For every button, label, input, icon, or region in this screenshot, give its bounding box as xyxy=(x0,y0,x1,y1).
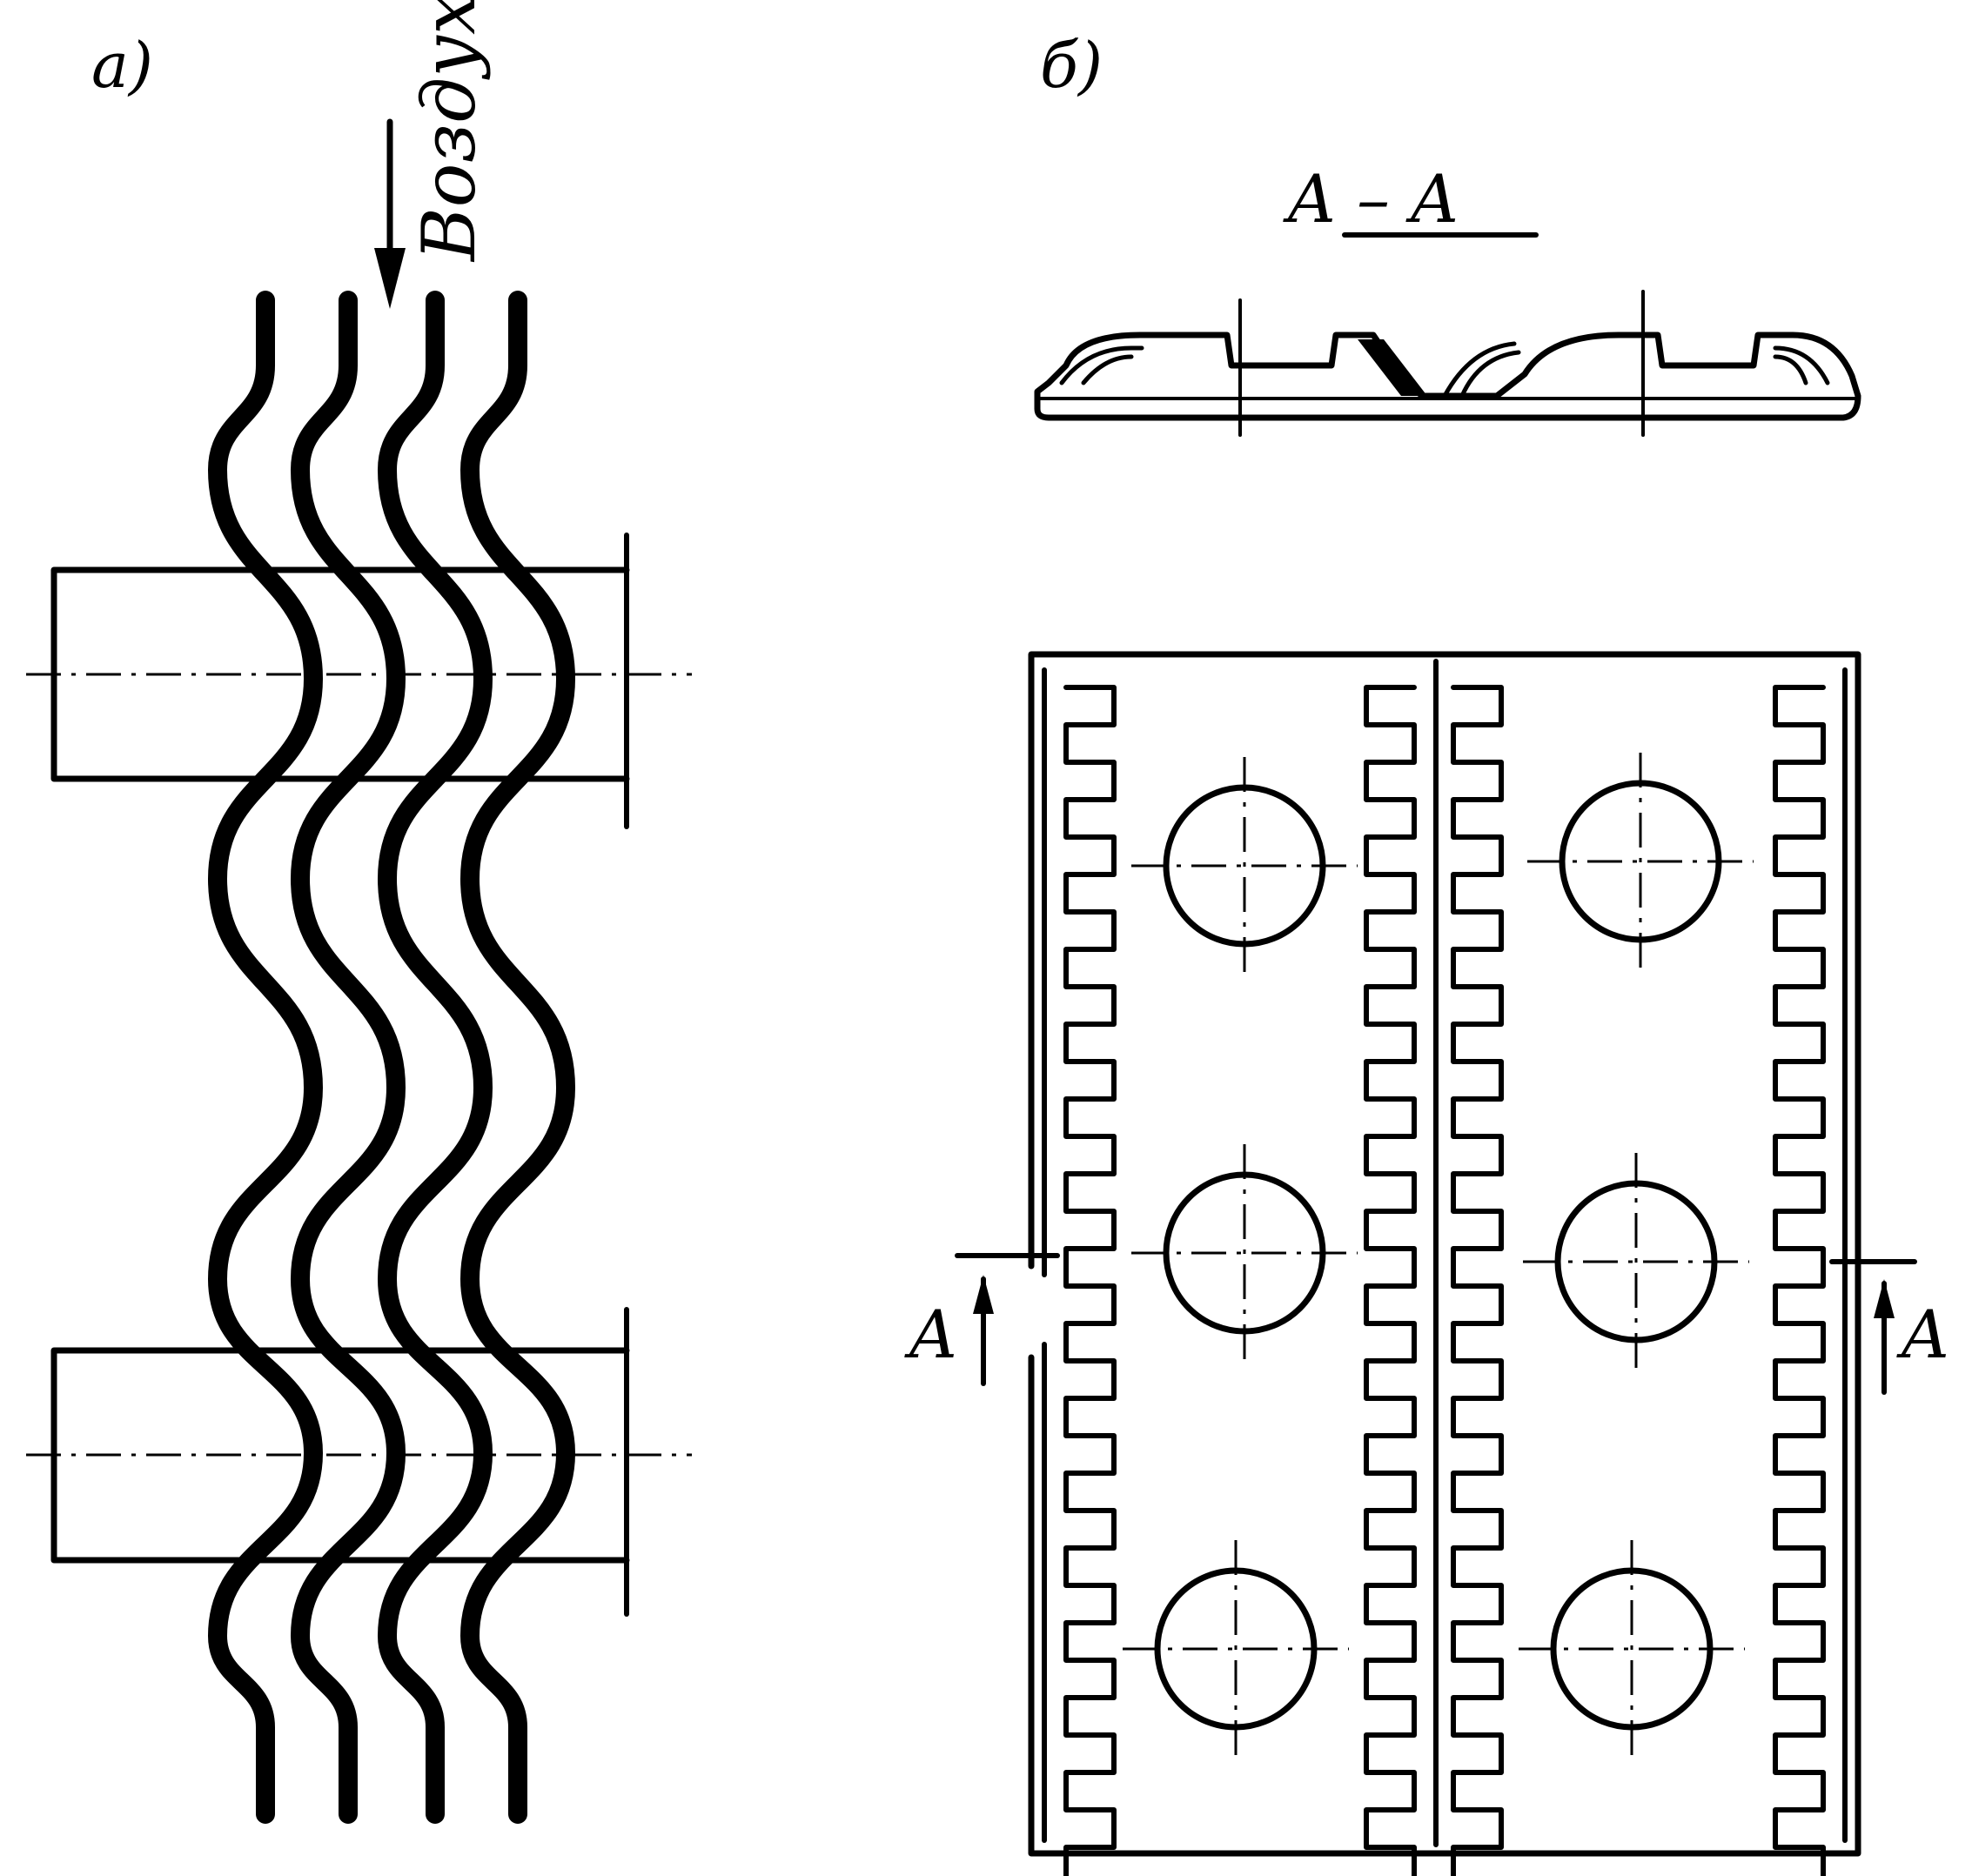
panel-a: a) Воздух xyxy=(26,0,692,1824)
air-label: Воздух xyxy=(406,0,492,263)
teeth-column-2 xyxy=(1364,685,1417,1876)
panel-b-label: б) xyxy=(1040,29,1103,102)
fin-1-gap xyxy=(213,296,318,1819)
corrugated-fins xyxy=(208,291,575,1824)
plan-view xyxy=(1028,651,1861,1876)
panel-b: б) A – A xyxy=(904,29,1949,1876)
air-flow-arrow xyxy=(374,118,406,309)
teeth-column-3 xyxy=(1451,685,1504,1876)
teeth-column-1 xyxy=(1063,685,1117,1876)
tube-lower xyxy=(26,1307,692,1617)
teeth-column-4 xyxy=(1773,685,1826,1876)
cut-marker-left xyxy=(955,1253,1060,1386)
cut-mark-right: A xyxy=(1896,1296,1949,1373)
fin-2-gap xyxy=(296,296,400,1819)
panel-a-label: a) xyxy=(91,29,153,102)
cut-marker-right xyxy=(1829,1259,1917,1395)
fin-teeth xyxy=(1063,685,1826,1876)
section-view xyxy=(1034,290,1861,437)
fin-3-gap xyxy=(383,296,487,1819)
cut-mark-left: A xyxy=(904,1296,957,1373)
section-title: A – A xyxy=(1283,160,1459,238)
fin-4-gap xyxy=(466,296,570,1819)
tube-holes xyxy=(1123,753,1754,1758)
